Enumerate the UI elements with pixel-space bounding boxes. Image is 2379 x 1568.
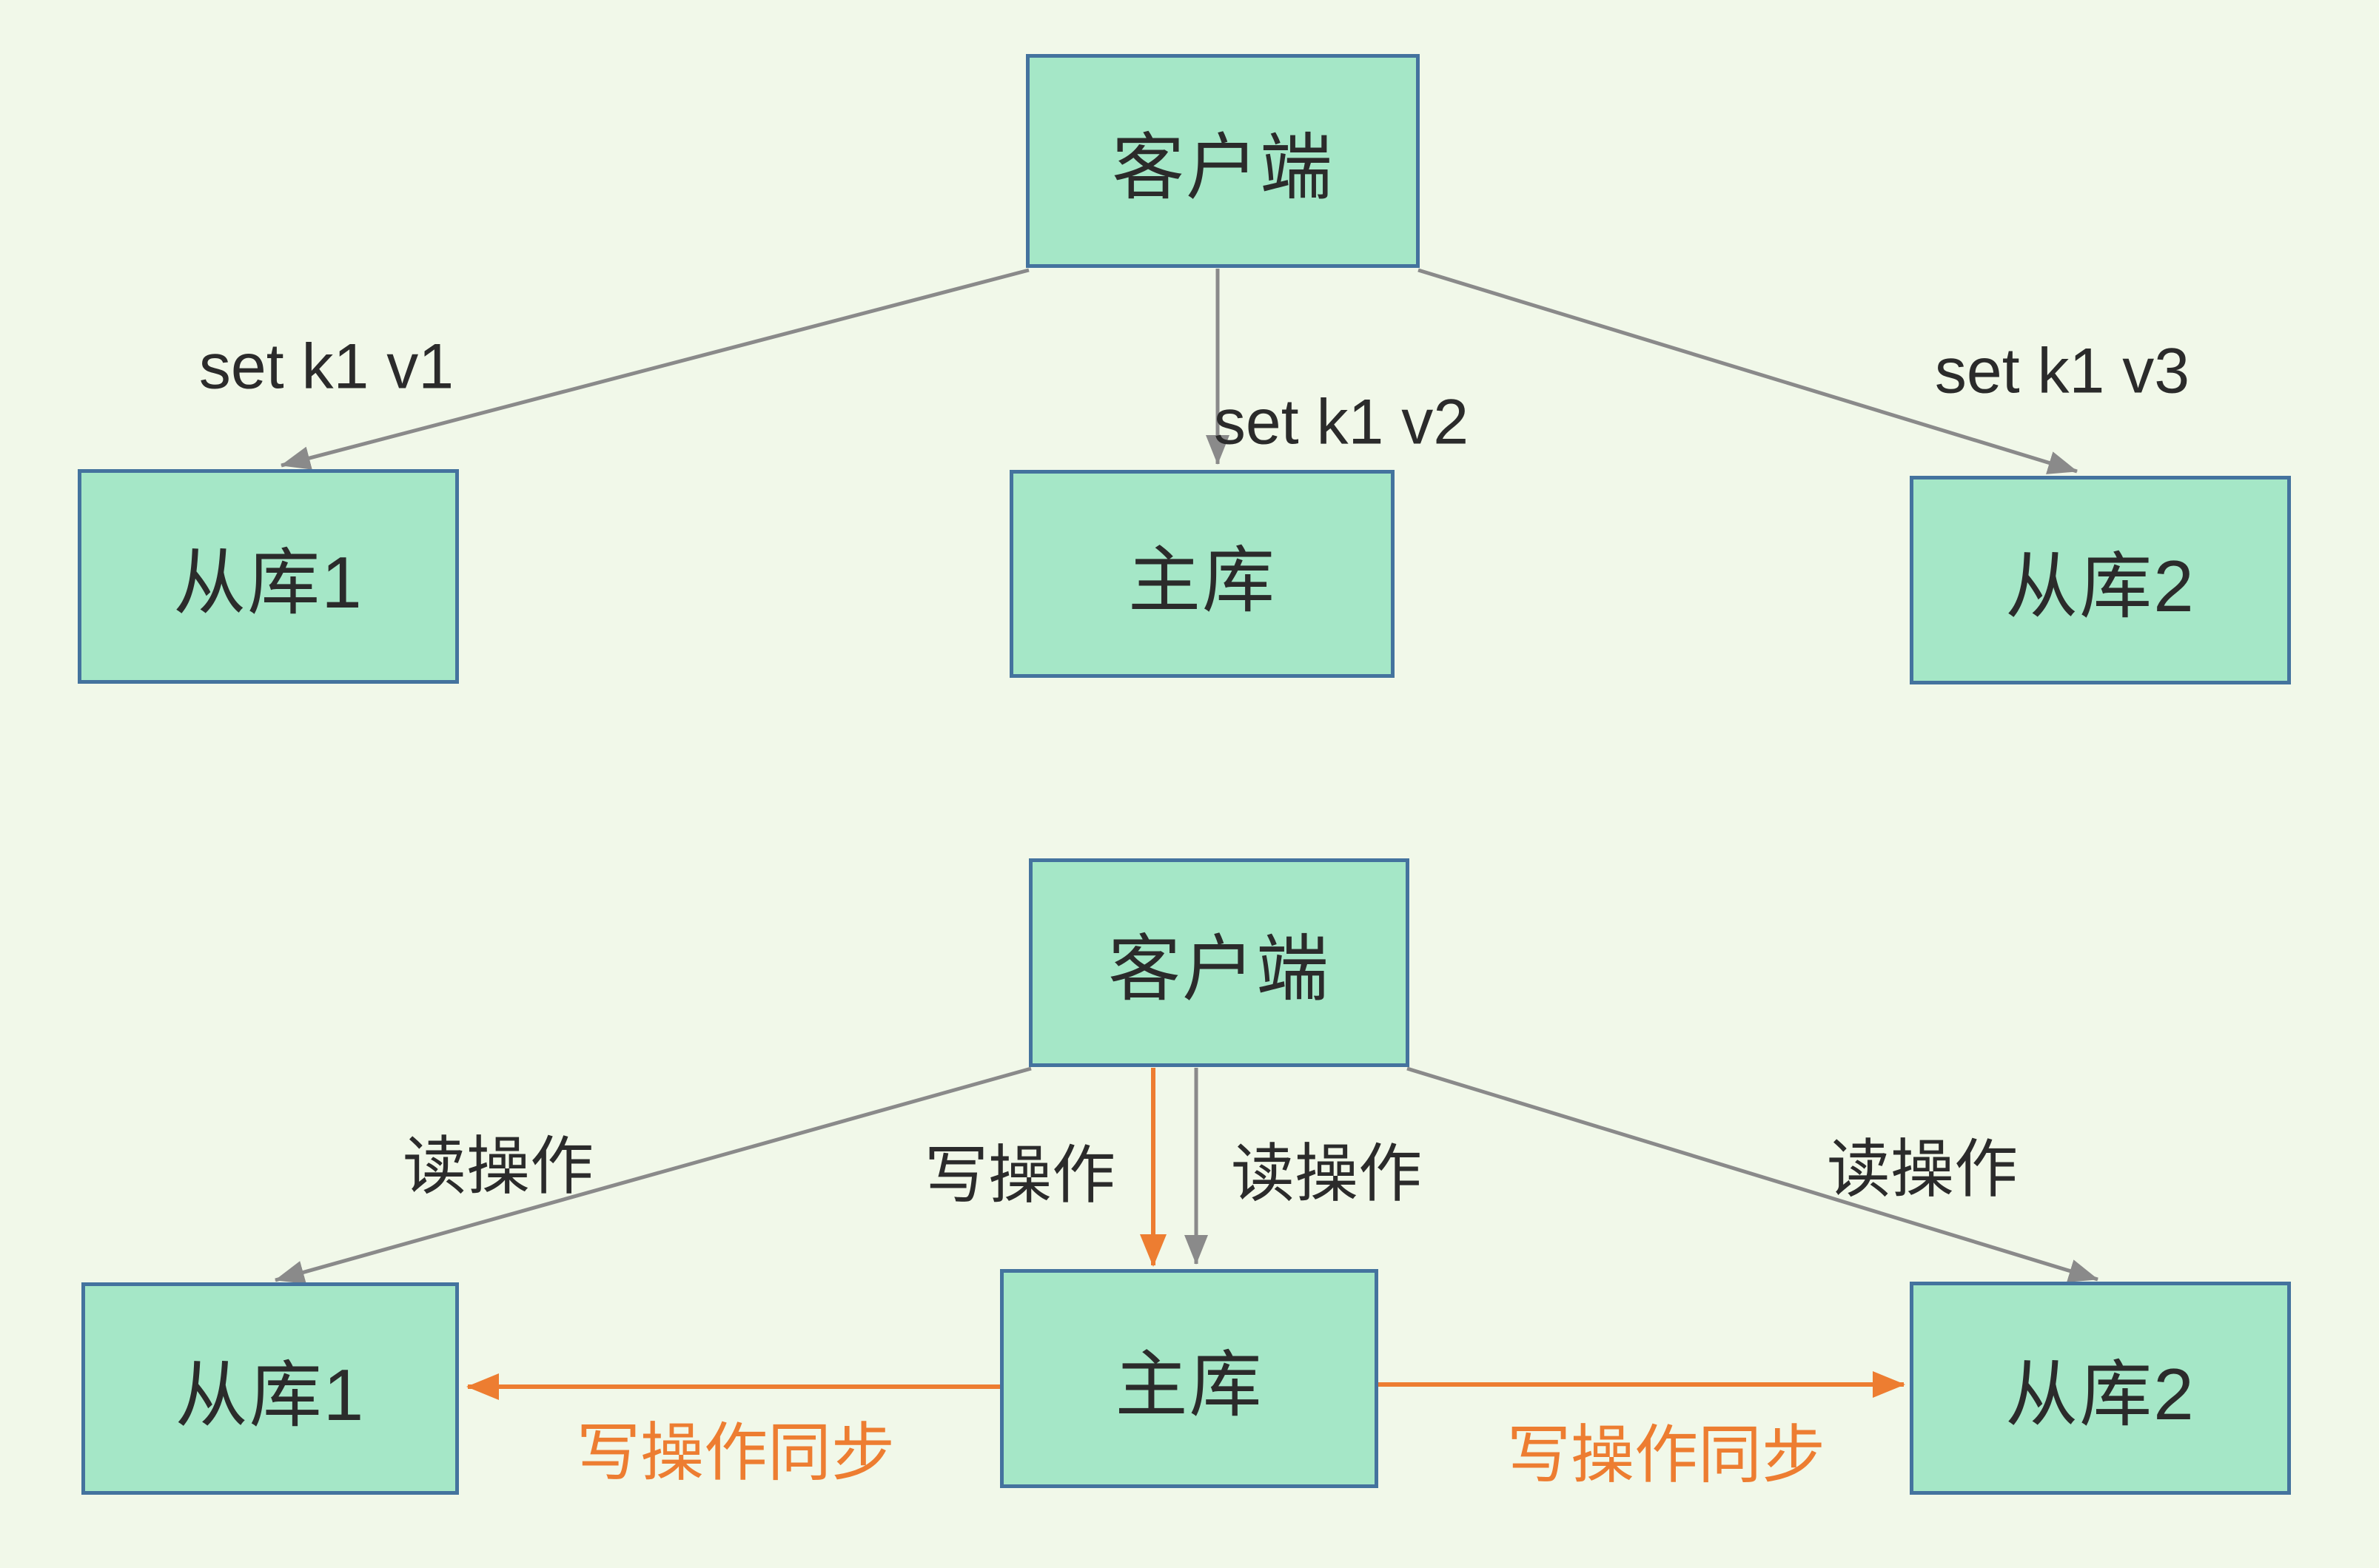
- node-client-top: 客户端: [1026, 54, 1420, 268]
- arrow-top-client-to-slave1: [281, 268, 1030, 470]
- node-master-top: 主库: [1010, 470, 1395, 678]
- node-slave1-bottom: 从库1: [81, 1282, 459, 1495]
- edge-label-write-master: 写操作: [925, 1140, 1115, 1211]
- arrow-top-client-to-slave2: [1417, 268, 2078, 474]
- edge-label-sync-slave1: 写操作同步: [577, 1417, 895, 1489]
- node-master-bottom: 主库: [1000, 1269, 1378, 1488]
- node-slave1-top: 从库1: [78, 469, 459, 684]
- arrow-bottom-client-read-slave2: [1406, 1066, 2098, 1282]
- edge-label-set-k1-v3: set k1 v3: [1934, 335, 2190, 407]
- arrow-bottom-client-read-slave1: [275, 1066, 1032, 1284]
- edge-label-set-k1-v1: set k1 v1: [198, 331, 454, 403]
- node-client-bottom: 客户端: [1029, 858, 1409, 1067]
- edge-label-sync-slave2: 写操作同步: [1507, 1419, 1825, 1491]
- edge-label-set-k1-v2: set k1 v2: [1213, 386, 1469, 458]
- edge-label-read-master: 读操作: [1231, 1138, 1422, 1210]
- edge-label-read-slave2: 读操作: [1827, 1134, 2018, 1205]
- node-slave2-top: 从库2: [1910, 476, 2291, 684]
- edge-label-read-slave1: 读操作: [403, 1131, 594, 1202]
- node-slave2-bottom: 从库2: [1910, 1282, 2291, 1495]
